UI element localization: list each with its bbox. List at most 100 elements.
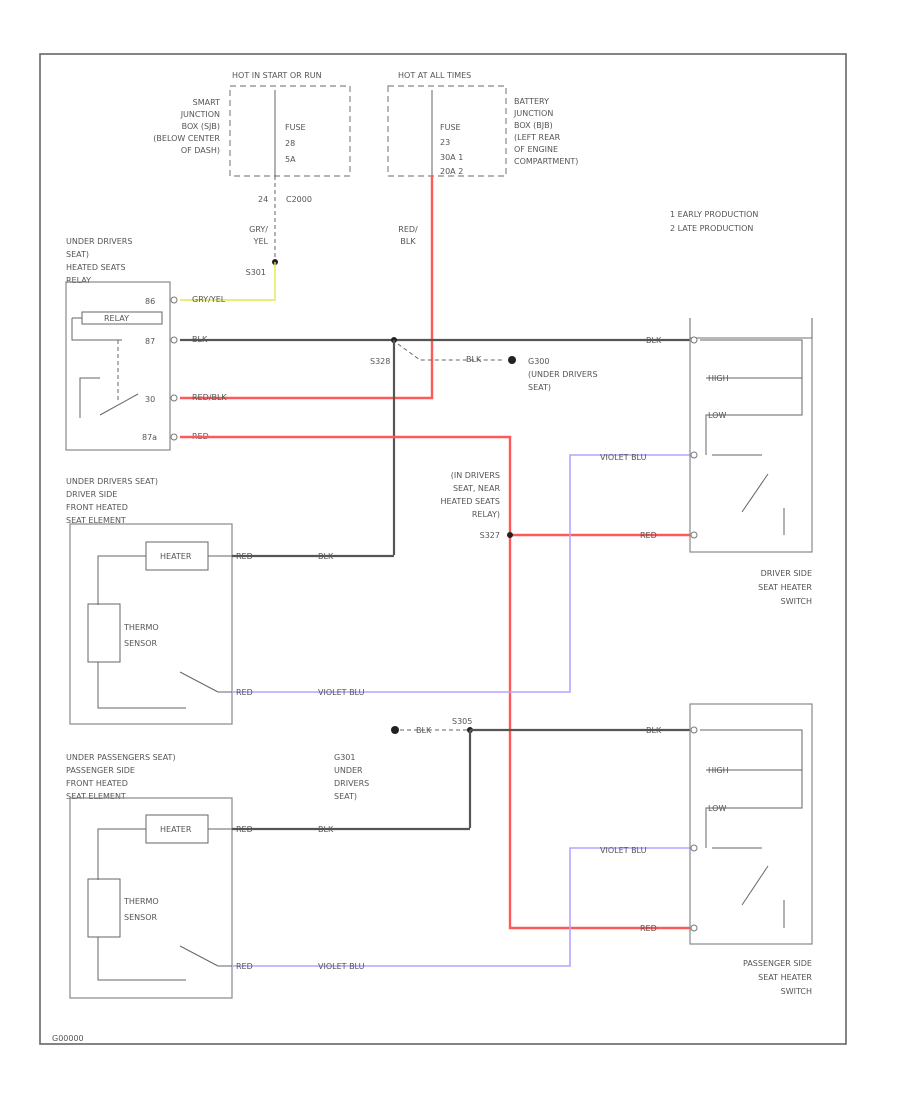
feed-wire-right: RED/ BLK	[180, 176, 434, 400]
driver-switch-wire-blk: BLK	[646, 336, 662, 345]
fuse-box-left-location-0: SMART	[193, 98, 220, 107]
fuse-box-right-header: HOT AT ALL TIMES	[398, 71, 471, 80]
fuse-box-right-location-1: JUNCTION	[513, 109, 553, 118]
heated-seats-relay: UNDER DRIVERS SEAT) HEATED SEATS RELAY R…	[65, 237, 227, 451]
driver-switch-wire-violet: VIOLET BLU	[600, 453, 647, 462]
fuse-box-right-location-5: COMPARTMENT)	[514, 157, 578, 166]
diagram-frame	[39, 53, 847, 1045]
passenger-sensor-label-0: THERMO	[123, 897, 159, 906]
fuse-right-number: 23	[440, 138, 450, 147]
relay-wire-red-blk: RED/BLK	[192, 393, 227, 402]
driver-element-wires: RED BLK RED VIOLET BLU	[232, 454, 690, 697]
fuse-right-label: FUSE	[440, 123, 461, 132]
passenger-switch-wire-violet: VIOLET BLU	[600, 846, 647, 855]
passenger-switch-label-0: PASSENGER SIDE	[743, 959, 812, 968]
passenger-element-label-0: UNDER PASSENGERS SEAT)	[66, 753, 176, 762]
driver-sensor-label-0: THERMO	[123, 623, 159, 632]
passenger-seat-element: UNDER PASSENGERS SEAT) PASSENGER SIDE FR…	[66, 753, 233, 999]
fuse-left-number: 28	[285, 139, 295, 148]
driver-sensor-label-1: SENSOR	[124, 639, 157, 648]
fuse-box-right: HOT AT ALL TIMES FUSE 23 30A 1 20A 2 BAT…	[387, 71, 578, 177]
ground-g300-seat: SEAT)	[528, 383, 551, 392]
driver-switch-led-low: LOW	[708, 411, 726, 420]
relay-label-0: UNDER DRIVERS	[66, 237, 132, 246]
ground-g301: BLK S305 G301 UNDER DRIVERS SEAT)	[334, 717, 690, 828]
connector-c2000-label: C2000	[286, 195, 312, 204]
driver-wire-bottom-red: RED	[236, 688, 253, 697]
driver-heater-label: HEATER	[160, 552, 192, 561]
relay-pin-87a: 87a	[142, 433, 157, 442]
fuse-box-left-location-4: OF DASH)	[181, 146, 220, 155]
fuse-right-rating-2: 20A 2	[440, 167, 463, 176]
passenger-switch-led-high: HIGH	[708, 766, 729, 775]
driver-element-label-3: SEAT ELEMENT	[66, 516, 126, 525]
relay-label-3: RELAY	[66, 276, 91, 285]
driver-switch-label-1: SEAT HEATER	[758, 583, 812, 592]
splice-s327-label: S327	[480, 531, 500, 540]
relay-label-2: HEATED SEATS	[66, 263, 126, 272]
ground-g300-label: G300	[528, 357, 549, 366]
fuse-box-left: HOT IN START OR RUN FUSE 28 5A SMART JUN…	[153, 71, 351, 177]
wire-24-label: 24	[258, 195, 268, 204]
fuse-box-left-location-3: (BELOW CENTER	[153, 134, 220, 143]
wire-blk-label: BLK	[400, 237, 416, 246]
legend-early: 1 EARLY PRODUCTION	[670, 210, 758, 219]
passenger-switch-label-1: SEAT HEATER	[758, 973, 812, 982]
fuse-box-right-location-2: BOX (BJB)	[514, 121, 553, 130]
driver-element-label-1: DRIVER SIDE	[66, 490, 117, 499]
splice-s327-location-0: (IN DRIVERS	[451, 471, 500, 480]
fuse-left-label: FUSE	[285, 123, 306, 132]
driver-seat-element: UNDER DRIVERS SEAT) DRIVER SIDE FRONT HE…	[66, 477, 233, 725]
splice-s327-location-3: RELAY)	[472, 510, 500, 519]
fuse-box-right-location-0: BATTERY	[514, 97, 549, 106]
passenger-element-label-1: PASSENGER SIDE	[66, 766, 135, 775]
splice-s327-location-1: SEAT, NEAR	[453, 484, 500, 493]
relay-pin-87: 87	[145, 337, 155, 346]
relay-pin-30: 30	[145, 395, 155, 404]
passenger-element-label-2: FRONT HEATED	[66, 779, 128, 788]
driver-switch-led-high: HIGH	[708, 374, 729, 383]
relay-pin-86: 86	[145, 297, 155, 306]
relay-coil-label: RELAY	[104, 314, 129, 323]
ground-g301-location-1: DRIVERS	[334, 779, 369, 788]
fuse-right-rating-1: 30A 1	[440, 153, 463, 162]
driver-element-label-2: FRONT HEATED	[66, 503, 128, 512]
passenger-wire-bottom-violet: VIOLET BLU	[318, 962, 365, 971]
feed-wire-left: 24 C2000 GRY/ YEL S301	[180, 176, 312, 301]
driver-wire-top-red: RED	[236, 552, 253, 561]
driver-switch-label-0: DRIVER SIDE	[761, 569, 812, 578]
passenger-element-wires: RED BLK RED VIOLET BLU	[232, 825, 690, 971]
passenger-wire-top-blk: BLK	[318, 825, 334, 834]
relay-wire-gry-yel: GRY/YEL	[192, 295, 226, 304]
wire-red-label: RED/	[398, 225, 418, 234]
passenger-heater-label: HEATER	[160, 825, 192, 834]
splice-s328-label: S328	[370, 357, 390, 366]
passenger-switch-led-low: LOW	[708, 804, 726, 813]
ground-g301-location-2: SEAT)	[334, 792, 357, 801]
driver-wire-top-blk: BLK	[318, 552, 334, 561]
passenger-element-label-3: SEAT ELEMENT	[66, 792, 126, 801]
ground-g300-location: (UNDER DRIVERS	[528, 370, 598, 379]
wire-yel-label: YEL	[253, 237, 269, 246]
ground-g301-wire-label: BLK	[416, 726, 432, 735]
passenger-seat-heater-switch: BLK HIGH LOW VIOLET BLU RED PASSENGER SI…	[600, 703, 813, 996]
passenger-switch-label-2: SWITCH	[781, 987, 812, 996]
driver-switch-label-2: SWITCH	[781, 597, 812, 606]
passenger-wire-bottom-red: RED	[236, 962, 253, 971]
fuse-box-left-header: HOT IN START OR RUN	[232, 71, 322, 80]
splice-s301-label: S301	[246, 268, 266, 277]
driver-seat-heater-switch: BLK HIGH LOW VIOLET BLU RED DRIVER SIDE …	[600, 318, 813, 606]
passenger-wire-top-red: RED	[236, 825, 253, 834]
relay-label-1: SEAT)	[66, 250, 89, 259]
fuse-box-left-location-1: JUNCTION	[180, 110, 220, 119]
driver-switch-wire-red: RED	[640, 531, 657, 540]
passenger-sensor-label-1: SENSOR	[124, 913, 157, 922]
fuse-box-left-location-2: BOX (SJB)	[182, 122, 220, 131]
passenger-switch-wire-red: RED	[640, 924, 657, 933]
legend-late: 2 LATE PRODUCTION	[670, 224, 753, 233]
wire-gry-label: GRY/	[249, 225, 268, 234]
ground-g300-wire-label: BLK	[466, 355, 482, 364]
driver-wire-bottom-violet: VIOLET BLU	[318, 688, 365, 697]
wire-blk-bus: S328 BLK G300 (UNDER DRIVERS SEAT)	[180, 337, 690, 555]
